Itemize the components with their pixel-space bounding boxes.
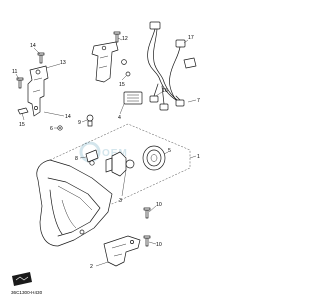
callout-10-lower: 10 [156, 242, 162, 248]
washer-6 [57, 125, 63, 131]
washer-lower [79, 229, 85, 235]
parts-diagram: OEM [11, 21, 200, 295]
callout-11: 11 [12, 69, 17, 75]
callout-15-center: 15 [119, 82, 125, 88]
callout-2: 2 [90, 264, 93, 270]
callout-14-left: 14 [30, 43, 36, 49]
bulb-socket-9 [86, 114, 94, 127]
callout-8: 8 [75, 156, 78, 162]
wire-harness [147, 21, 197, 111]
callout-16: 16 [162, 88, 168, 94]
connector-16 [123, 91, 143, 105]
leader-lines [15, 37, 197, 267]
callout-14-mid: 14 [65, 114, 71, 120]
callout-17: 17 [188, 35, 194, 41]
callout-1: 1 [197, 154, 200, 160]
screw-12 [113, 31, 121, 43]
diagram-canvas: OEM [11, 21, 200, 295]
lower-bracket-10 [103, 235, 141, 267]
clip-15 [17, 107, 29, 115]
callout-15-left: 15 [19, 122, 25, 128]
bulb-cover-5 [142, 145, 166, 171]
screw-14-left [37, 52, 45, 64]
callout-labels: 14 11 13 14 15 6 12 15 16 17 7 4 9 8 3 5… [12, 35, 200, 270]
callout-13: 13 [60, 60, 66, 66]
callout-10-upper: 10 [156, 202, 162, 208]
position-lamp-8 [85, 149, 99, 166]
callout-5: 5 [168, 148, 171, 154]
screw-11 [16, 77, 24, 89]
headlight-assembly [36, 159, 113, 247]
center-bracket [91, 41, 119, 83]
screw-10-upper [143, 207, 151, 219]
screw-10-lower [143, 235, 151, 247]
brand-logo [12, 272, 32, 286]
left-bracket [27, 65, 49, 117]
watermark-text: OEM [102, 148, 128, 159]
catalog-code: 36C1300-H430 [11, 290, 43, 295]
assembly-outline [49, 123, 191, 205]
callout-7: 7 [197, 98, 200, 104]
callout-4: 4 [118, 115, 121, 121]
callout-9: 9 [78, 120, 81, 126]
callout-3: 3 [119, 198, 122, 204]
callout-6: 6 [50, 126, 53, 132]
grommet-upper [121, 59, 131, 77]
callout-12: 12 [122, 36, 128, 42]
